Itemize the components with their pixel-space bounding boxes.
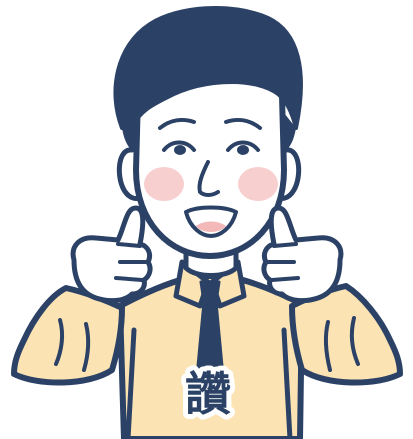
head <box>113 5 303 259</box>
left-sleeve <box>11 285 125 386</box>
praise-badge: 讚 讚 <box>180 362 236 426</box>
right-hand-fist <box>261 205 344 304</box>
right-sleeve-fold <box>349 316 360 366</box>
right-thumbs-up-hand <box>261 205 344 304</box>
right-eye <box>226 140 260 155</box>
left-eyebrow <box>158 118 196 130</box>
left-sleeve-fold <box>54 318 65 366</box>
left-thumbs-up-hand <box>70 205 153 304</box>
praise-badge-outline: 讚 <box>185 367 231 421</box>
left-sleeve-fold-2 <box>82 322 91 372</box>
tie <box>196 280 224 382</box>
right-sleeve-fold-2 <box>323 320 332 372</box>
shirt-seam-right <box>281 327 293 439</box>
tie-knot <box>199 280 221 304</box>
right-sleeve <box>289 283 403 386</box>
smiling-mouth <box>184 205 238 238</box>
hair-side-left <box>122 112 138 152</box>
shirt-seam-left <box>125 327 137 439</box>
praise-badge-text: 讚 <box>185 367 231 421</box>
right-cheek-blush <box>238 167 278 201</box>
shirt <box>11 259 403 439</box>
tie-blade <box>196 300 224 382</box>
right-eyebrow <box>224 118 262 130</box>
nose <box>197 160 220 197</box>
left-hand-fist <box>70 205 153 304</box>
left-eye <box>162 140 196 155</box>
left-cheek-blush <box>144 167 184 201</box>
hair-side-right <box>280 108 296 152</box>
